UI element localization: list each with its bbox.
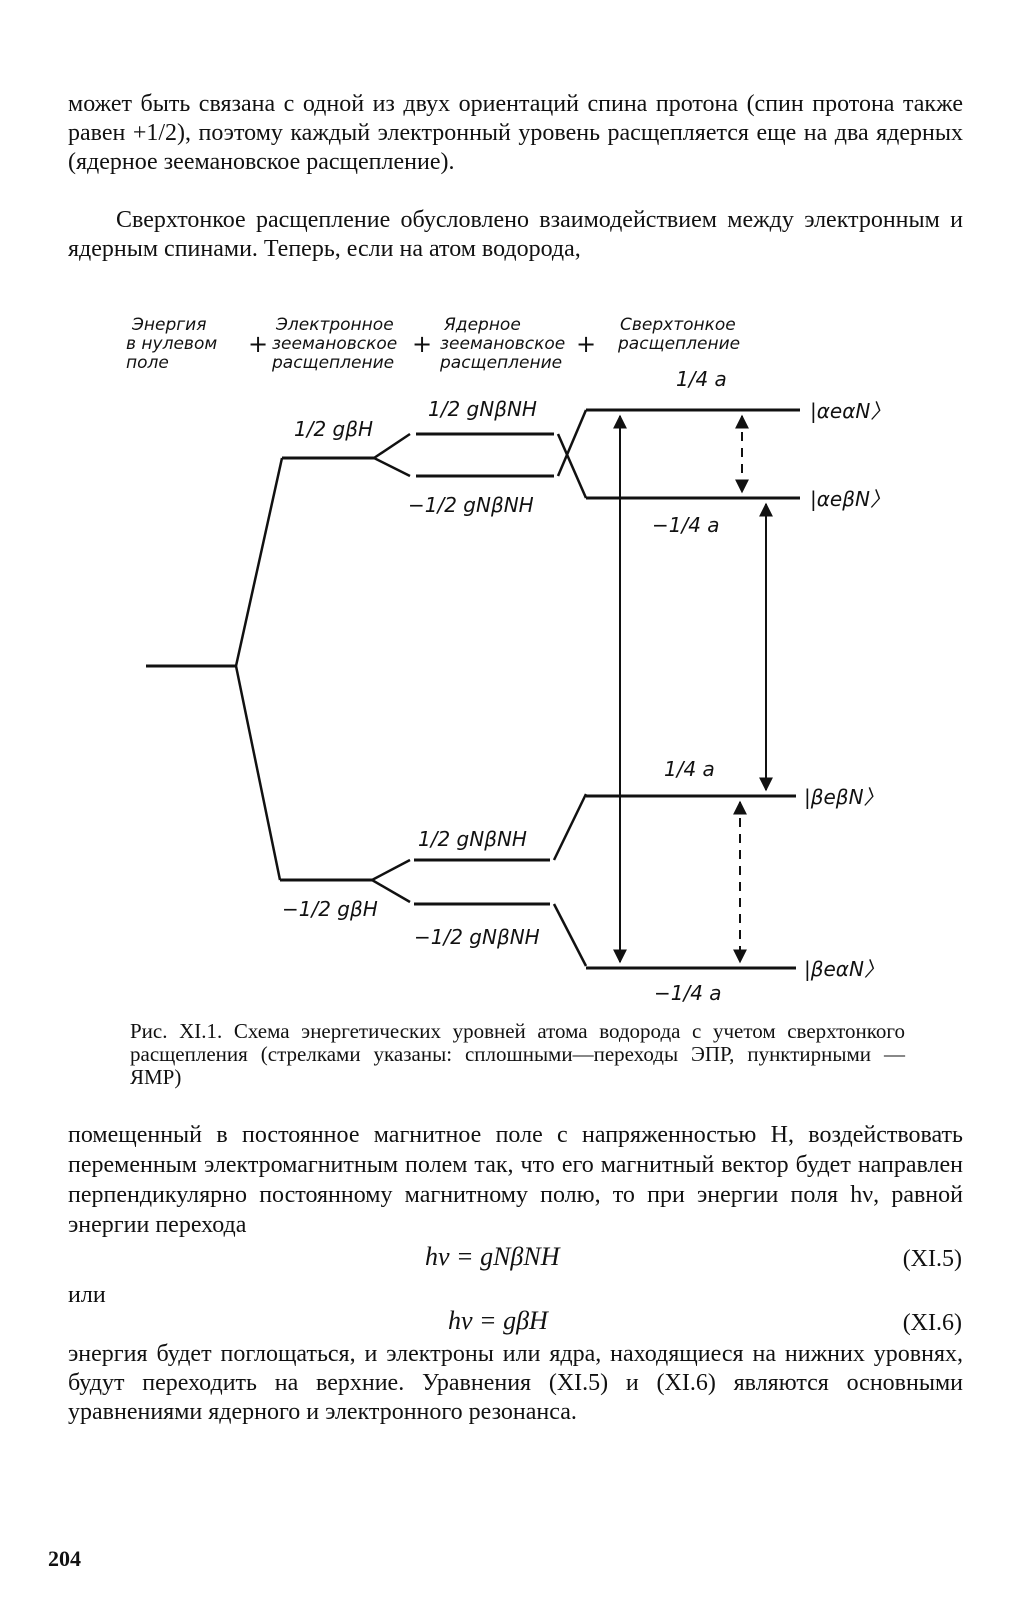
- figure-caption: Рис. XI.1. Схема энергетических уровней …: [130, 1019, 905, 1089]
- hf-connector-1: [556, 433, 588, 499]
- header-col4-line1: Сверхтонкое: [620, 315, 736, 335]
- hf-connector-3: [552, 793, 588, 861]
- label-hf-4: −1/4 a: [654, 981, 722, 1005]
- plus-sign-3: +: [576, 330, 596, 358]
- header-col3-line2: зеемановское: [440, 334, 565, 354]
- plus-sign-1: +: [248, 330, 268, 358]
- header-col3-line1: Ядерное: [443, 315, 521, 335]
- header-col4-line2: расщепление: [617, 334, 740, 354]
- hf-connector-2: [556, 409, 588, 477]
- nuclear-split-lower-a: [371, 858, 411, 882]
- label-nuclear-upper-plus: 1/2 gNβNH: [428, 397, 537, 421]
- header-col1-line2: в нулевом: [126, 334, 217, 354]
- header-col2-line3: расщепление: [271, 353, 394, 373]
- label-nuclear-lower-plus: 1/2 gNβNH: [418, 827, 527, 851]
- paragraph-1: может быть связана с одной из двух ориен…: [68, 91, 963, 175]
- state-alpha-beta: |αeβN〉: [810, 487, 890, 511]
- paragraph-2: Сверхтонкое расщепление обусловлено взаи…: [68, 207, 963, 262]
- header-hyperfine: Сверхтонкое расщепление: [617, 315, 740, 354]
- label-hf-1: 1/4 a: [676, 367, 727, 391]
- label-nuclear-lower-minus: −1/2 gNβNH: [414, 925, 540, 949]
- word-or: или: [68, 1282, 106, 1308]
- equation-xi5: hν = gNβNH: [425, 1242, 560, 1271]
- header-col3-line3: расщепление: [439, 353, 562, 373]
- energy-level-diagram: Энергия в нулевом поле + Электронное зее…: [126, 315, 890, 1005]
- header-nuclear-zeeman: Ядерное зеемановское расщепление: [439, 315, 565, 373]
- label-nuclear-upper-minus: −1/2 gNβNH: [408, 493, 534, 517]
- nuclear-split-upper-a: [373, 432, 411, 460]
- label-electron-lower: −1/2 gβH: [282, 897, 378, 921]
- equation-number-xi6: (XI.6): [902, 1310, 962, 1336]
- paragraph-3: помещенный в постоянное магнитное поле с…: [68, 1122, 963, 1238]
- label-hf-3: 1/4 a: [664, 757, 715, 781]
- paragraph-4: энергия будет поглощаться, и электроны и…: [68, 1341, 963, 1425]
- page-number: 204: [48, 1546, 81, 1571]
- equation-xi6: hν = gβH: [448, 1306, 548, 1335]
- split-line-lower: [234, 665, 282, 881]
- nuclear-split-upper-b: [373, 456, 411, 478]
- equation-number-xi5: (XI.5): [902, 1246, 962, 1272]
- hf-connector-4: [552, 903, 588, 967]
- split-line-upper: [234, 457, 284, 667]
- plus-sign-2: +: [412, 330, 432, 358]
- label-electron-upper: 1/2 gβH: [294, 417, 373, 441]
- header-electron-zeeman: Электронное зеемановское расщепление: [271, 315, 397, 373]
- state-alpha-alpha: |αeαN〉: [810, 399, 890, 423]
- header-col2-line1: Электронное: [275, 315, 394, 335]
- nuclear-split-lower-b: [371, 878, 411, 904]
- header-zero-field: Энергия в нулевом поле: [126, 315, 217, 373]
- state-beta-beta: |βeβN〉: [804, 785, 884, 809]
- header-col2-line2: зеемановское: [272, 334, 397, 354]
- label-hf-2: −1/4 a: [652, 513, 720, 537]
- header-col1-line1: Энергия: [131, 315, 206, 335]
- state-beta-alpha: |βeαN〉: [804, 957, 884, 981]
- header-col1-line3: поле: [126, 353, 169, 373]
